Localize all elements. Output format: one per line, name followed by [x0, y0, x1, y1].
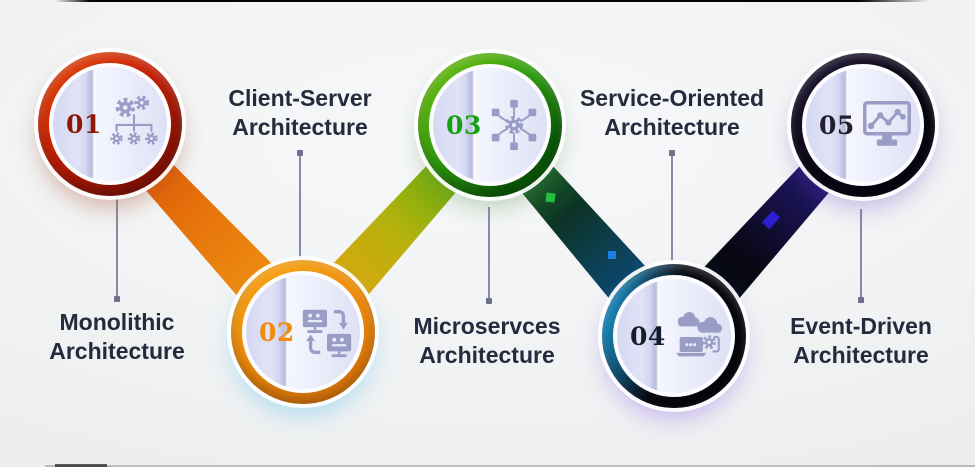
label-line2: Architecture [419, 341, 555, 368]
step-number: 04 [630, 321, 666, 351]
step-node-01: 01 [38, 52, 182, 196]
connector-line-05 [860, 209, 862, 298]
step-label-service-oriented: Service-Oriented Architecture [565, 84, 779, 142]
step-node-05: 05 [791, 53, 935, 197]
step-node-02: 02 [231, 260, 375, 404]
step-number: 01 [66, 109, 102, 139]
connector-line-04 [671, 156, 673, 262]
connector-dot-01 [114, 296, 120, 302]
step-number: 02 [259, 317, 295, 347]
step-number: 05 [819, 110, 855, 140]
client-server-sync-icon [298, 303, 356, 361]
connector-dot-02 [297, 150, 303, 156]
bottom-edge-dash [55, 464, 107, 467]
step-label-microservices: Microservces Architecture [380, 312, 594, 370]
step-label-event-driven: Event-Driven Architecture [754, 312, 968, 370]
label-line1: Service-Oriented [579, 85, 765, 111]
step-label-client-server: Client-Server Architecture [193, 84, 407, 142]
label-line1: Event-Driven [790, 313, 932, 339]
bottom-edge-line [45, 465, 975, 467]
connector-line-02 [299, 156, 301, 260]
monitor-chart-icon [858, 96, 916, 154]
label-line2: Architecture [793, 341, 929, 368]
step-number: 03 [446, 110, 482, 140]
artifact-blue-square [608, 251, 616, 259]
connector-line-03 [488, 207, 490, 299]
label-line1: Client-Server [228, 85, 372, 111]
artifact-green-square [545, 192, 556, 203]
connector-line-01 [116, 198, 118, 297]
connector-dot-04 [669, 150, 675, 156]
label-line2: Architecture [604, 113, 740, 140]
node-face: 02 [246, 275, 360, 389]
label-line1: Monolithic [59, 309, 175, 335]
label-line1: Microservces [413, 313, 561, 339]
connector-dot-03 [486, 298, 492, 304]
step-label-monolithic: Monolithic Architecture [10, 308, 224, 366]
cloud-laptop-gear-icon [669, 307, 727, 365]
label-line2: Architecture [49, 337, 185, 364]
connector-dot-05 [858, 297, 864, 303]
node-face: 03 [433, 68, 547, 182]
step-node-03: 03 [418, 53, 562, 197]
node-face: 04 [617, 279, 731, 393]
label-line2: Architecture [232, 113, 368, 140]
gears-hierarchy-icon [105, 95, 163, 153]
node-face: 05 [806, 68, 920, 182]
service-hub-icon [485, 96, 543, 154]
step-node-04: 04 [602, 264, 746, 408]
top-edge-line [55, 0, 930, 2]
node-face: 01 [53, 67, 167, 181]
